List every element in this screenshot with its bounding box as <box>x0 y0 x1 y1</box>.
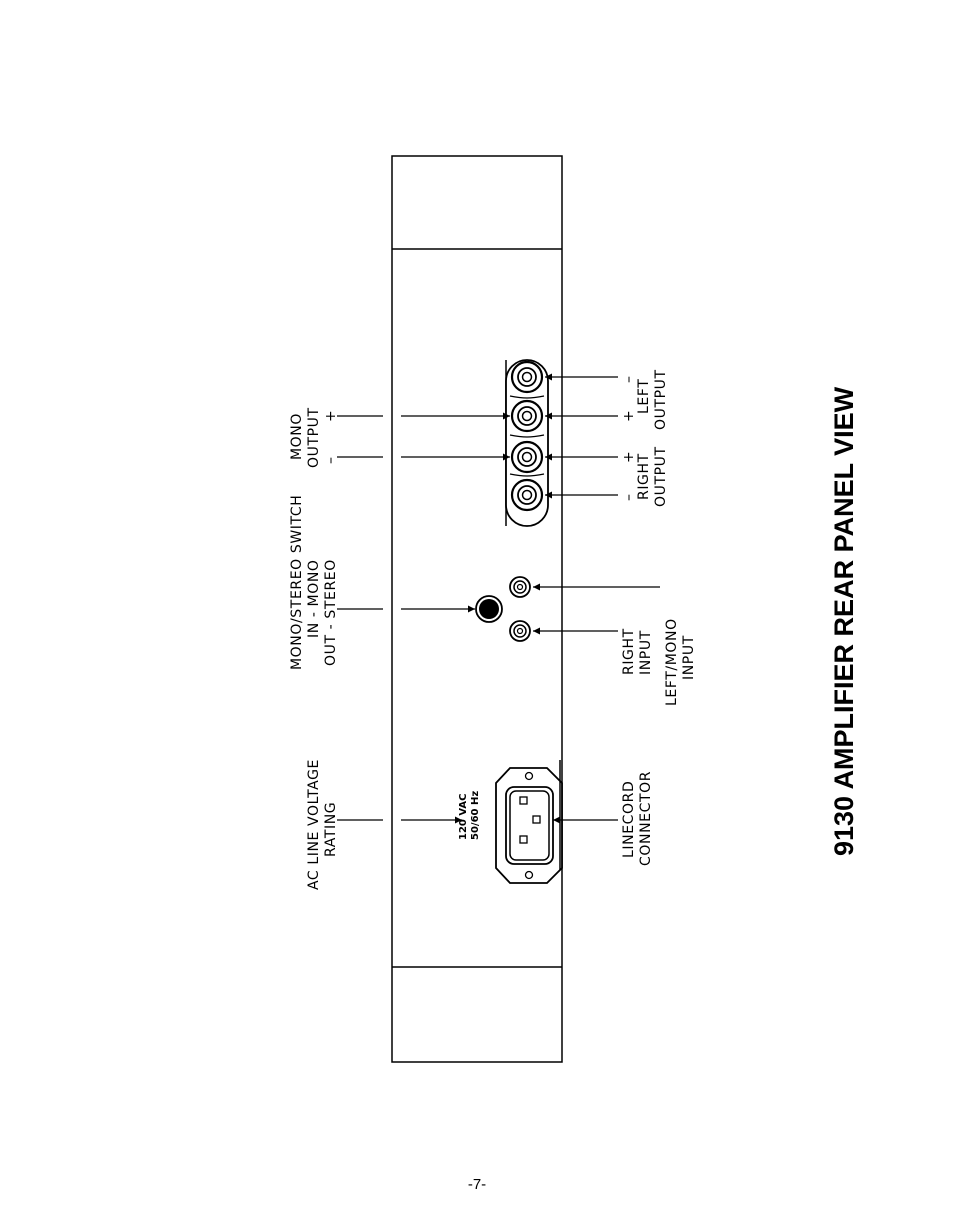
left-leader-lines <box>337 412 510 824</box>
svg-text:+: + <box>323 410 339 422</box>
diagram-title: 9130 AMPLIFIER REAR PANEL VIEW <box>829 386 859 856</box>
svg-text:MONO: MONO <box>289 413 305 460</box>
right-output-label: – + RIGHT OUTPUT <box>621 446 669 507</box>
right-input-label: RIGHT INPUT <box>621 628 654 675</box>
svg-text:OUTPUT: OUTPUT <box>653 369 669 430</box>
svg-text:+: + <box>621 410 637 422</box>
svg-text:–: – <box>621 493 637 501</box>
svg-text:LINECORD: LINECORD <box>621 781 637 858</box>
svg-text:CONNECTOR: CONNECTOR <box>638 771 654 866</box>
frequency-rating-text: 50/60 Hz <box>470 791 481 840</box>
svg-text:INPUT: INPUT <box>681 635 697 680</box>
svg-text:OUTPUT: OUTPUT <box>653 446 669 507</box>
svg-text:–: – <box>621 375 637 383</box>
svg-text:RIGHT: RIGHT <box>636 453 652 500</box>
ac-line-voltage-label: AC LINE VOLTAGE RATING <box>306 759 339 890</box>
svg-text:LEFT: LEFT <box>636 379 652 414</box>
voltage-rating-text: 120 VAC <box>458 794 469 841</box>
left-mono-input-label: LEFT/MONO INPUT <box>664 618 697 706</box>
left-mono-input-jack <box>509 576 531 598</box>
svg-text:OUTPUT: OUTPUT <box>306 407 322 468</box>
svg-text:–: – <box>323 456 339 464</box>
svg-text:INPUT: INPUT <box>638 630 654 675</box>
voltage-rating-block: 120 VAC 50/60 Hz <box>458 791 481 840</box>
right-output-minus-jack <box>510 478 544 512</box>
left-output-label: + – LEFT OUTPUT <box>621 369 669 430</box>
mono-output-label: MONO OUTPUT – + <box>289 407 339 468</box>
right-output-plus-jack <box>510 440 544 474</box>
svg-text:RATING: RATING <box>323 802 339 857</box>
svg-text:AC LINE VOLTAGE: AC LINE VOLTAGE <box>306 759 322 890</box>
left-output-plus-jack <box>510 399 544 433</box>
svg-text:LEFT/MONO: LEFT/MONO <box>664 618 680 706</box>
mono-stereo-switch-label: MONO/STEREO SWITCH IN - MONO OUT - STERE… <box>289 495 339 670</box>
svg-text:OUT - STEREO: OUT - STEREO <box>323 559 339 666</box>
right-leader-lines <box>533 373 660 824</box>
panel-outline <box>391 155 563 1063</box>
svg-text:RIGHT: RIGHT <box>621 628 637 675</box>
linecord-connector <box>495 767 563 884</box>
page-number: -7- <box>467 1176 487 1193</box>
left-output-minus-jack <box>510 360 544 394</box>
svg-text:IN - MONO: IN - MONO <box>306 559 322 638</box>
svg-text:MONO/STEREO SWITCH: MONO/STEREO SWITCH <box>289 495 305 670</box>
svg-text:+: + <box>621 451 637 463</box>
right-input-jack <box>509 620 531 642</box>
mono-stereo-switch <box>475 595 503 623</box>
linecord-connector-label: LINECORD CONNECTOR <box>621 771 654 866</box>
